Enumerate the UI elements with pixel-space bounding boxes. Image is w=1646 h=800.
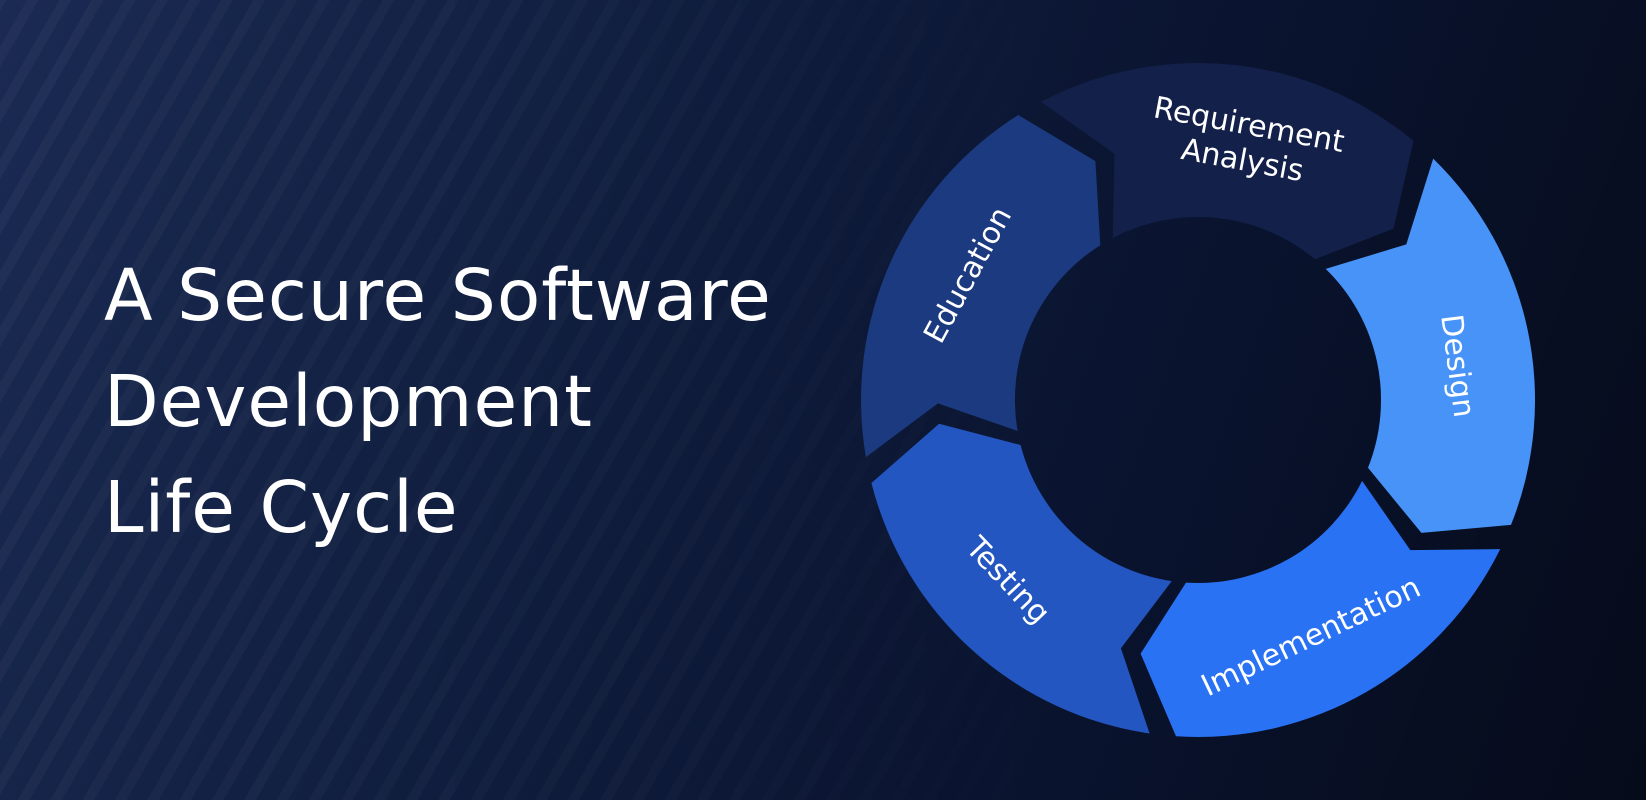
cycle-segment xyxy=(861,115,1101,458)
cycle-segment xyxy=(1325,158,1536,533)
cycle-segment xyxy=(1041,63,1414,260)
cycle-segment xyxy=(871,423,1172,734)
title-line-1: A Secure Software xyxy=(104,254,772,337)
cycle-segment xyxy=(1140,480,1501,738)
page-title: A Secure Software Development Life Cycle xyxy=(104,243,772,561)
title-line-2: Development xyxy=(104,360,593,443)
title-line-3: Life Cycle xyxy=(104,466,459,549)
